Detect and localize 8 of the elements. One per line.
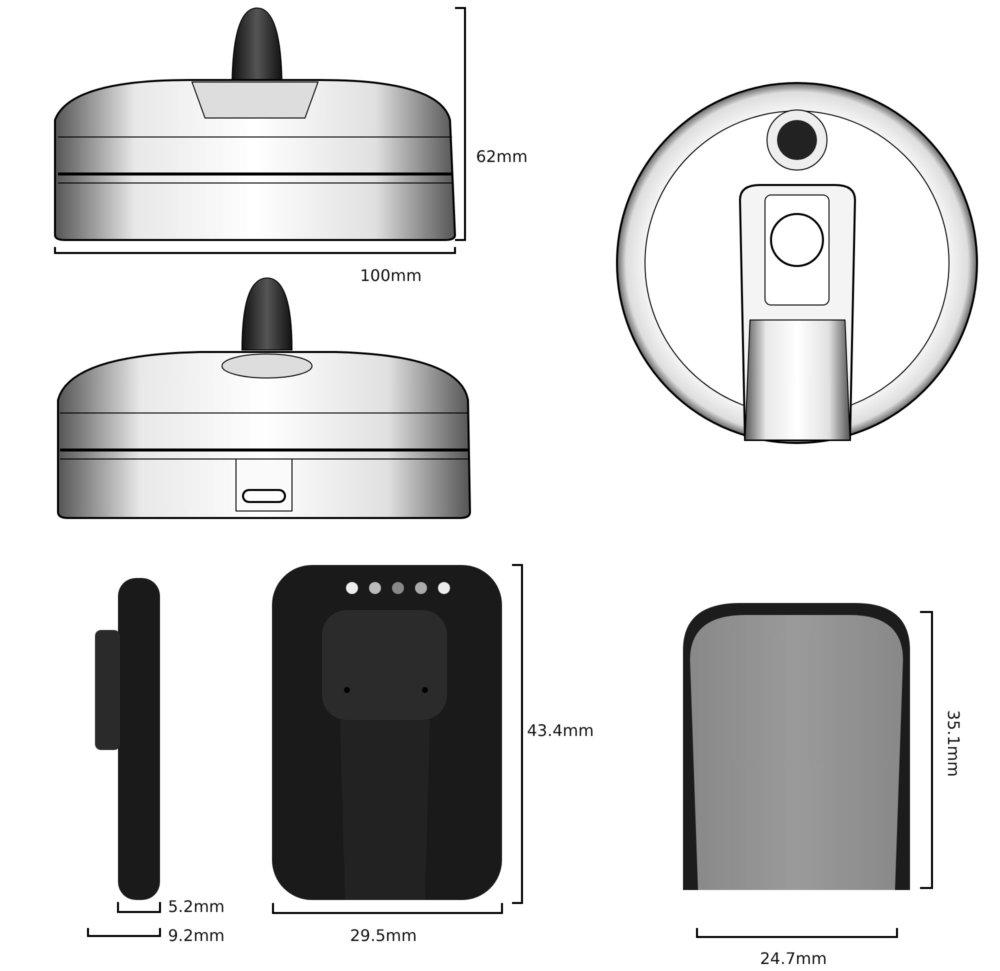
dimension-label: 29.5mm (350, 927, 417, 945)
dimension-label: 43.4mm (527, 722, 594, 740)
dimension-label: 62mm (476, 148, 528, 166)
dimension-label: 24.7mm (760, 950, 827, 968)
dimension-label: 9.2mm (168, 927, 225, 945)
dimension-label: 100mm (360, 267, 422, 285)
dimension-label: 5.2mm (168, 898, 225, 916)
dimension-label: 35.1mm (944, 710, 962, 777)
